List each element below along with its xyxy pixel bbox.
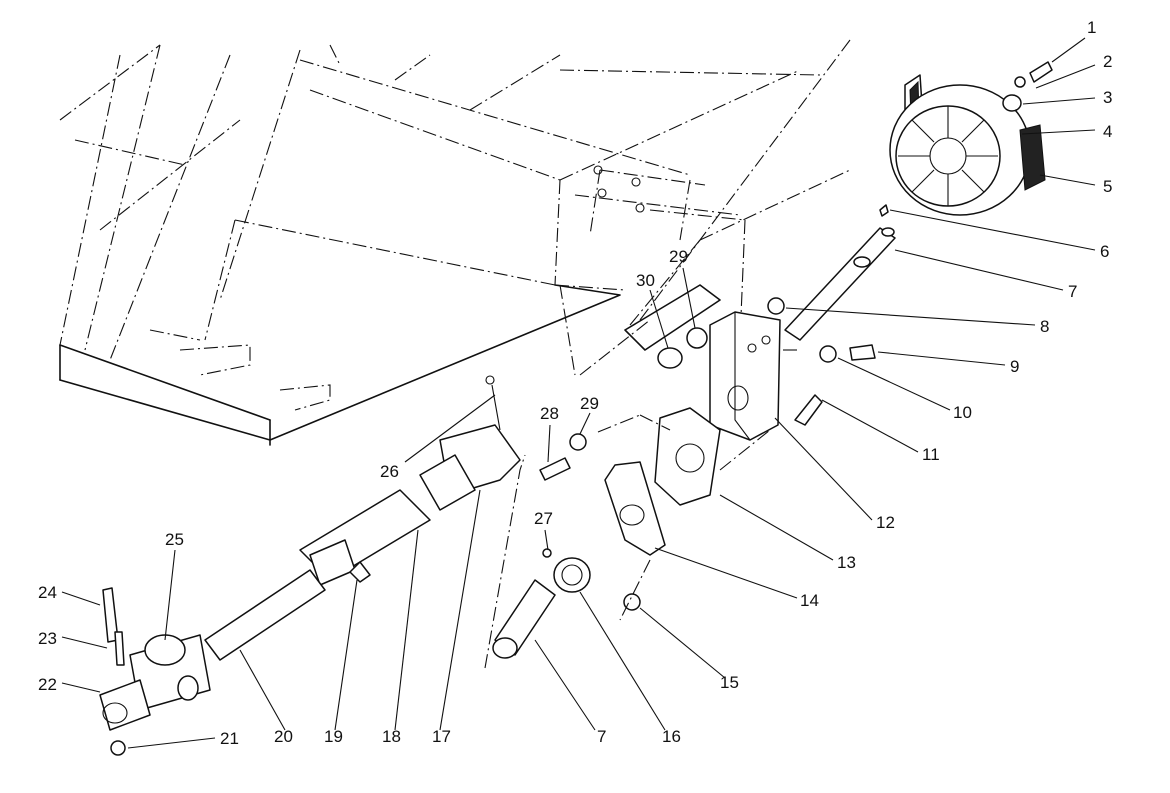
callout-21: 21 (220, 729, 239, 748)
leader-lines (61, 37, 1096, 749)
callout-30: 30 (636, 271, 655, 290)
callout-6: 6 (1100, 242, 1109, 261)
callout-7-lower: 7 (597, 727, 606, 746)
callout-27: 27 (534, 509, 553, 528)
callout-3: 3 (1103, 88, 1112, 107)
callout-7: 7 (1068, 282, 1077, 301)
callout-8: 8 (1040, 317, 1049, 336)
frame-structure (59, 39, 851, 446)
callout-22: 22 (38, 675, 57, 694)
callout-11: 11 (922, 445, 940, 464)
callout-14: 14 (800, 591, 819, 610)
driveshaft-assembly (99, 375, 521, 756)
callout-2: 2 (1103, 52, 1112, 71)
callout-18: 18 (382, 727, 401, 746)
callout-29-upper: 29 (669, 247, 688, 266)
callout-26: 26 (380, 462, 399, 481)
callout-19: 19 (324, 727, 343, 746)
callout-9: 9 (1010, 357, 1019, 376)
callout-17: 17 (432, 727, 451, 746)
callout-28: 28 (540, 404, 559, 423)
callout-labels: 1 2 3 4 5 6 7 8 9 10 11 12 13 14 15 16 7… (38, 18, 1112, 748)
callout-1: 1 (1087, 18, 1096, 37)
bearing-bracket-group (539, 297, 876, 621)
callout-24: 24 (38, 583, 57, 602)
callout-13: 13 (837, 553, 856, 572)
callout-10: 10 (953, 403, 972, 422)
callout-23: 23 (38, 629, 57, 648)
callout-16: 16 (662, 727, 681, 746)
callout-4: 4 (1103, 122, 1112, 141)
drive-shaft-upper (784, 204, 896, 341)
splined-shaft-lower (484, 454, 556, 669)
callout-15: 15 (720, 673, 739, 692)
callout-25: 25 (165, 530, 184, 549)
callout-5: 5 (1103, 177, 1112, 196)
callout-20: 20 (274, 727, 293, 746)
callout-29-lower: 29 (580, 394, 599, 413)
callout-12: 12 (876, 513, 895, 532)
pulley-assembly (889, 61, 1053, 216)
